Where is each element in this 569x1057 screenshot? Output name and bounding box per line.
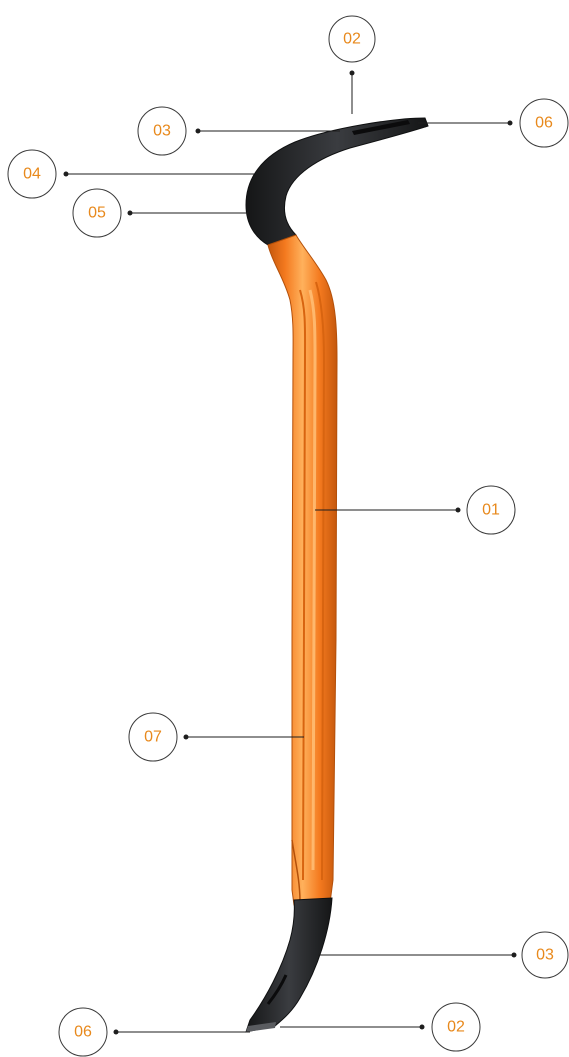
callout-label: 02 — [447, 1019, 465, 1036]
callout-label: 05 — [88, 205, 106, 222]
handle-groove-right — [315, 281, 326, 881]
callout-03-top: 03 — [137, 106, 187, 156]
callout-label: 06 — [74, 1024, 92, 1041]
handle-taper — [291, 839, 301, 903]
orange-handle — [267, 234, 338, 906]
callout-02-bottom: 02 — [431, 1002, 481, 1052]
callout-02-top: 02 — [328, 15, 376, 63]
callout-03-bottom: 03 — [521, 931, 569, 979]
claw-slot — [352, 120, 410, 135]
gooseneck-claw — [245, 117, 429, 246]
callout-label: 03 — [536, 947, 554, 964]
handle-groove-left — [299, 289, 307, 881]
callout-06-bottom: 06 — [58, 1007, 108, 1057]
wrecking-bar — [245, 117, 429, 1033]
callout-01: 01 — [466, 485, 516, 535]
callout-07: 07 — [128, 712, 178, 762]
chisel-slot — [266, 974, 288, 1005]
callout-05: 05 — [72, 188, 122, 238]
handle-highlight — [308, 289, 317, 871]
callout-label: 03 — [153, 123, 171, 140]
callout-label: 01 — [482, 502, 500, 519]
callout-label: 02 — [343, 31, 361, 48]
callout-04: 04 — [7, 149, 57, 199]
callout-06-top: 06 — [519, 98, 569, 148]
leader-lines — [63, 70, 517, 1035]
callout-label: 06 — [535, 115, 553, 132]
callout-label: 07 — [144, 729, 162, 746]
chisel-end — [245, 897, 333, 1033]
chisel-bevel — [246, 1022, 276, 1032]
callout-label: 04 — [23, 166, 41, 183]
